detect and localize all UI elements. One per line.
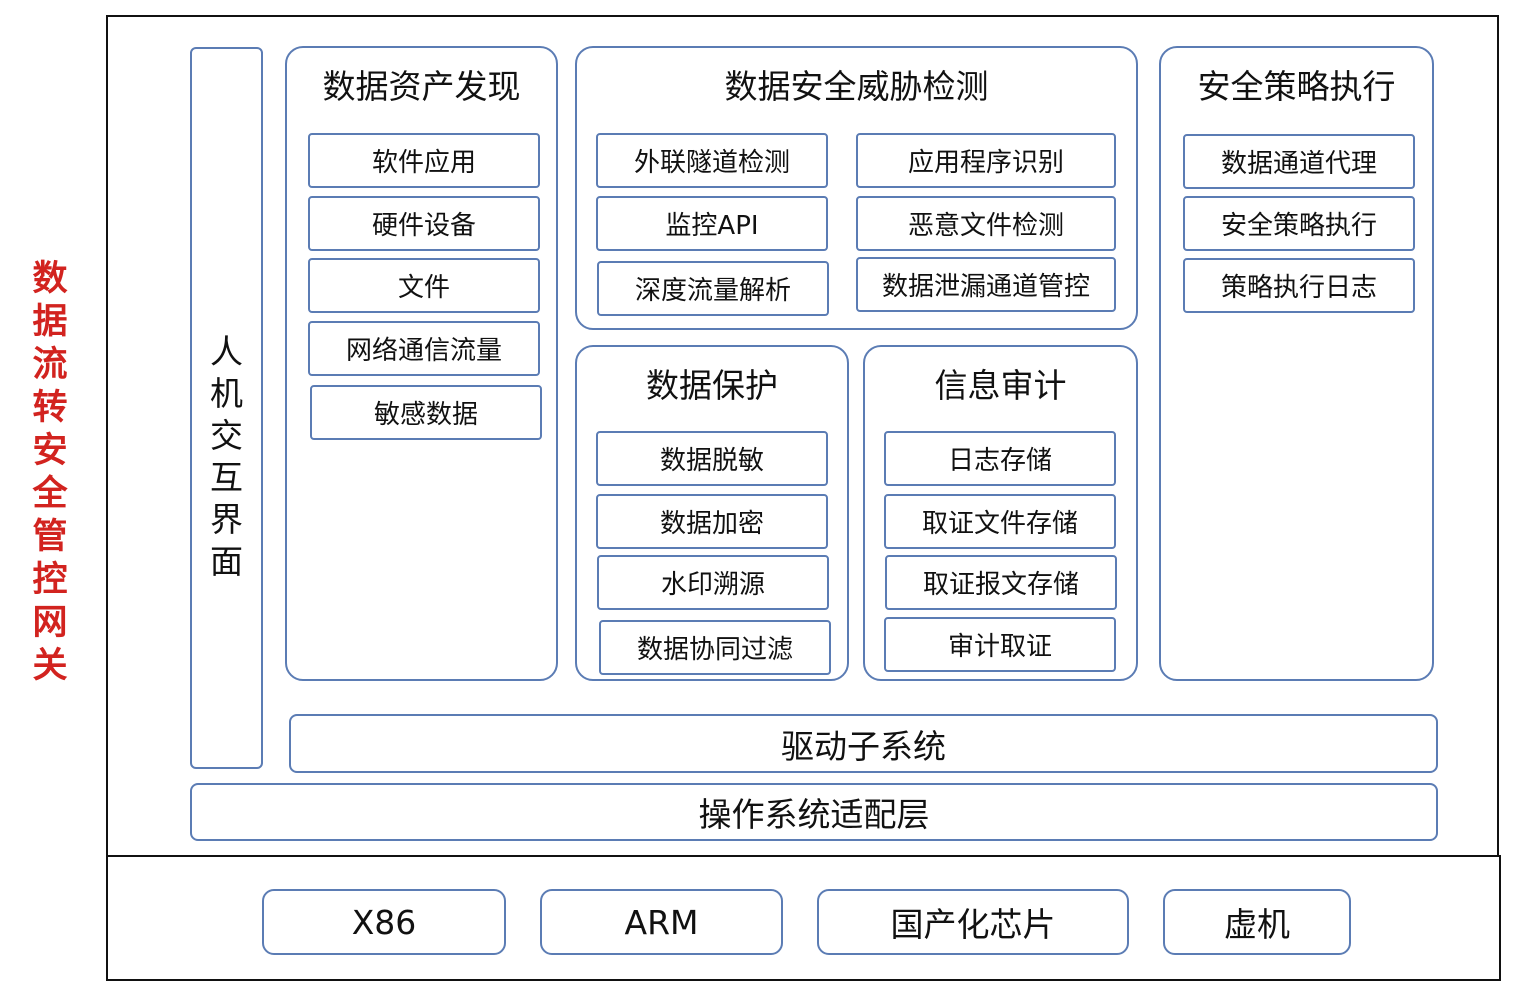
audit-item: 审计取证 — [884, 617, 1116, 672]
asset-item: 软件应用 — [308, 133, 540, 188]
policy-item: 数据通道代理 — [1183, 134, 1415, 189]
hardware-vm: 虚机 — [1163, 889, 1351, 955]
audit-item: 取证文件存储 — [884, 494, 1116, 549]
threat-detection-title: 数据安全威胁检测 — [724, 67, 989, 106]
protect-item: 数据加密 — [596, 494, 828, 549]
hardware-x86: X86 — [262, 889, 506, 955]
hmi-label: 人 机 交 互 界 面 — [210, 332, 243, 581]
asset-discovery-title: 数据资产发现 — [322, 67, 521, 106]
threat-item: 深度流量解析 — [597, 261, 829, 316]
protect-item: 数据协同过滤 — [599, 620, 831, 675]
audit-item: 日志存储 — [884, 431, 1116, 486]
asset-item: 敏感数据 — [310, 385, 542, 440]
threat-item: 外联隧道检测 — [596, 133, 828, 188]
threat-item: 恶意文件检测 — [856, 196, 1116, 251]
policy-execution-title: 安全策略执行 — [1197, 67, 1396, 106]
audit-item: 取证报文存储 — [885, 555, 1117, 610]
driver-subsystem-bar: 驱动子系统 — [289, 714, 1438, 773]
asset-item: 网络通信流量 — [308, 321, 540, 376]
policy-item: 策略执行日志 — [1183, 258, 1415, 313]
threat-item: 应用程序识别 — [856, 133, 1116, 188]
asset-item: 文件 — [308, 258, 540, 313]
policy-item: 安全策略执行 — [1183, 196, 1415, 251]
data-protection-title: 数据保护 — [646, 366, 778, 405]
protect-item: 数据脱敏 — [596, 431, 828, 486]
info-audit-title: 信息审计 — [934, 366, 1067, 405]
os-adaptation-layer-bar: 操作系统适配层 — [190, 783, 1438, 841]
threat-item: 数据泄漏通道管控 — [856, 257, 1116, 312]
protect-item: 水印溯源 — [597, 555, 829, 610]
hmi-panel: 人 机 交 互 界 面 — [190, 47, 263, 769]
asset-item: 硬件设备 — [308, 196, 540, 251]
gateway-title: 数 据 流 转 安 全 管 控 网 关 — [32, 259, 68, 686]
threat-item: 监控API — [596, 196, 828, 251]
hardware-domestic-chip: 国产化芯片 — [817, 889, 1129, 955]
hardware-arm: ARM — [540, 889, 783, 955]
